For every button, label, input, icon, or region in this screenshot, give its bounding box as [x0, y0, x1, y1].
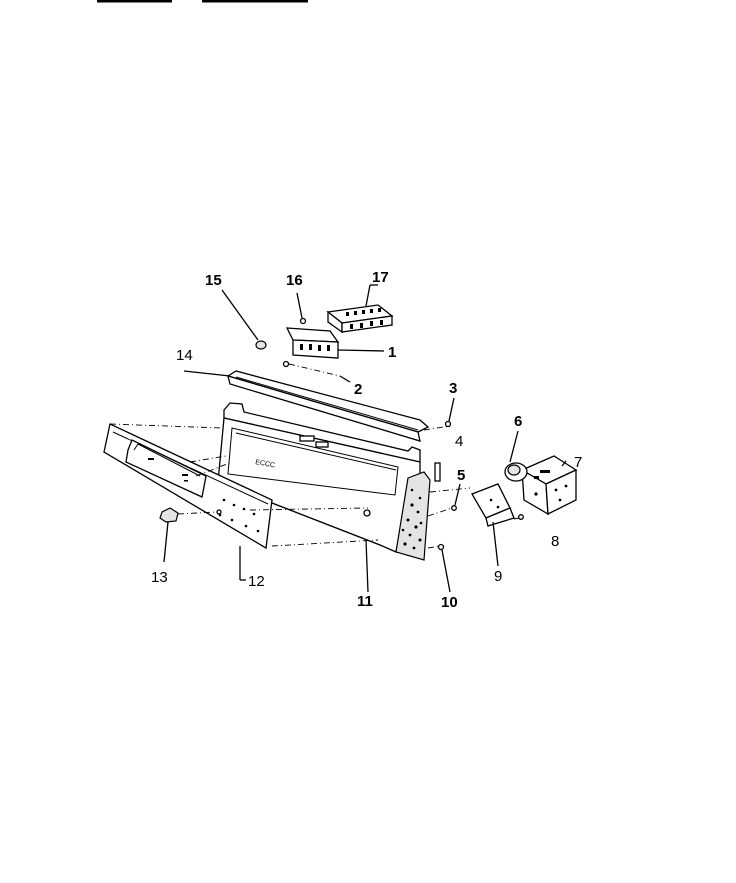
callout-6: 6 [514, 413, 522, 430]
callout-11: 11 [357, 593, 373, 610]
part-16-screw [296, 292, 307, 325]
callout-12: 12 [248, 573, 265, 590]
callout-15: 15 [205, 272, 222, 289]
callout-8: 8 [551, 533, 559, 550]
part-5-screw [451, 483, 461, 511]
callout-3: 3 [449, 380, 457, 397]
part-4-spacer [434, 462, 441, 482]
part-6-timer-motor [504, 430, 528, 482]
part-12-front-console-panel [103, 423, 273, 581]
assembly-lines [109, 423, 471, 549]
callout-16: 16 [286, 272, 303, 289]
callout-5: 5 [457, 467, 465, 484]
part-8-screw [513, 514, 524, 520]
callout-13: 13 [151, 569, 168, 586]
part-17-switch-block [326, 304, 394, 334]
callout-2: 2 [354, 381, 362, 398]
part-14-trim-strip [183, 370, 430, 442]
callout-7: 7 [574, 454, 582, 471]
part-13-knob [159, 507, 179, 563]
callout-10: 10 [441, 594, 458, 611]
callout-labels: 15 16 17 1 14 2 3 4 6 7 5 8 9 10 11 12 1… [151, 269, 582, 611]
callout-14: 14 [176, 347, 193, 364]
callout-17: 17 [372, 269, 389, 286]
callout-9: 9 [494, 568, 502, 585]
callout-4: 4 [455, 433, 463, 450]
part-2-screw [282, 360, 351, 383]
part-7-timer-switch [520, 455, 578, 516]
part-3-screw [444, 397, 455, 428]
callout-1: 1 [388, 344, 396, 361]
part-9-mount-bracket [471, 483, 515, 567]
part-1-bracket-plate [285, 327, 385, 359]
part-11-control-panel-housing: ECCC [217, 402, 431, 593]
part-10-screw [437, 543, 451, 593]
leader-17b [365, 284, 371, 307]
panel-window-text: ECCC [255, 459, 276, 469]
part-15-indicator-light [221, 289, 267, 350]
